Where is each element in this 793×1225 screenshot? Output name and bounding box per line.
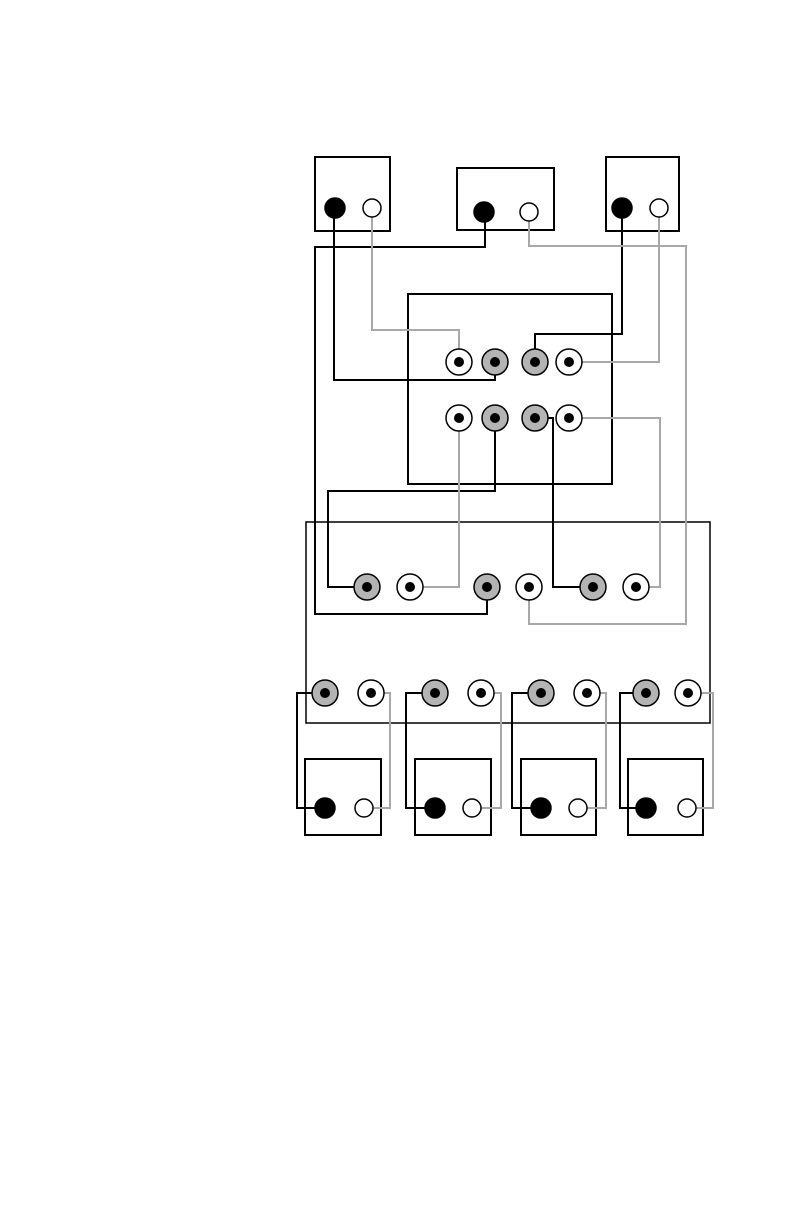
bottom-4-solid-jack bbox=[636, 798, 656, 818]
center-jack-pin bbox=[564, 357, 574, 367]
bottom-box-4 bbox=[628, 759, 703, 835]
top-right-source-box bbox=[606, 157, 679, 231]
main-jack-pin bbox=[631, 582, 641, 592]
main-jack-pin bbox=[641, 688, 651, 698]
top-center-source-box bbox=[457, 168, 554, 230]
center-panel bbox=[408, 294, 612, 484]
bottom-1-open-jack bbox=[355, 799, 373, 817]
top-right-solid-jack bbox=[612, 198, 632, 218]
bottom-3-open-jack bbox=[569, 799, 587, 817]
center-jack-pin bbox=[490, 357, 500, 367]
main-panel-jack-row-1 bbox=[354, 574, 649, 600]
main-jack-pin bbox=[362, 582, 372, 592]
bottom-1-solid-jack bbox=[315, 798, 335, 818]
main-jack-pin bbox=[320, 688, 330, 698]
center-jack-pin bbox=[490, 413, 500, 423]
main-jack-pin bbox=[405, 582, 415, 592]
bottom-4-open-jack bbox=[678, 799, 696, 817]
main-jack-pin bbox=[582, 688, 592, 698]
center-jack-pin bbox=[564, 413, 574, 423]
main-jack-pin bbox=[588, 582, 598, 592]
main-jack-pin bbox=[683, 688, 693, 698]
bottom-2-solid-jack bbox=[425, 798, 445, 818]
center-jack-pin bbox=[530, 413, 540, 423]
main-panel-jack-row-2 bbox=[312, 680, 701, 706]
top-left-open-jack bbox=[363, 199, 381, 217]
bottom-2-open-jack bbox=[463, 799, 481, 817]
main-jack-pin bbox=[482, 582, 492, 592]
top-center-solid-jack bbox=[474, 202, 494, 222]
bottom-3-solid-jack bbox=[531, 798, 551, 818]
main-jack-pin bbox=[366, 688, 376, 698]
top-left-solid-jack bbox=[325, 198, 345, 218]
main-jack-pin bbox=[536, 688, 546, 698]
top-right-open-jack bbox=[650, 199, 668, 217]
center-jack-pin bbox=[530, 357, 540, 367]
bottom-box-1 bbox=[305, 759, 381, 835]
bottom-box-2 bbox=[415, 759, 491, 835]
center-jack-pin bbox=[454, 357, 464, 367]
top-center-open-jack bbox=[520, 203, 538, 221]
top-left-source-box bbox=[315, 157, 390, 231]
main-jack-pin bbox=[524, 582, 534, 592]
main-jack-pin bbox=[476, 688, 486, 698]
center-jack-pin bbox=[454, 413, 464, 423]
main-jack-pin bbox=[430, 688, 440, 698]
bottom-box-3 bbox=[521, 759, 596, 835]
